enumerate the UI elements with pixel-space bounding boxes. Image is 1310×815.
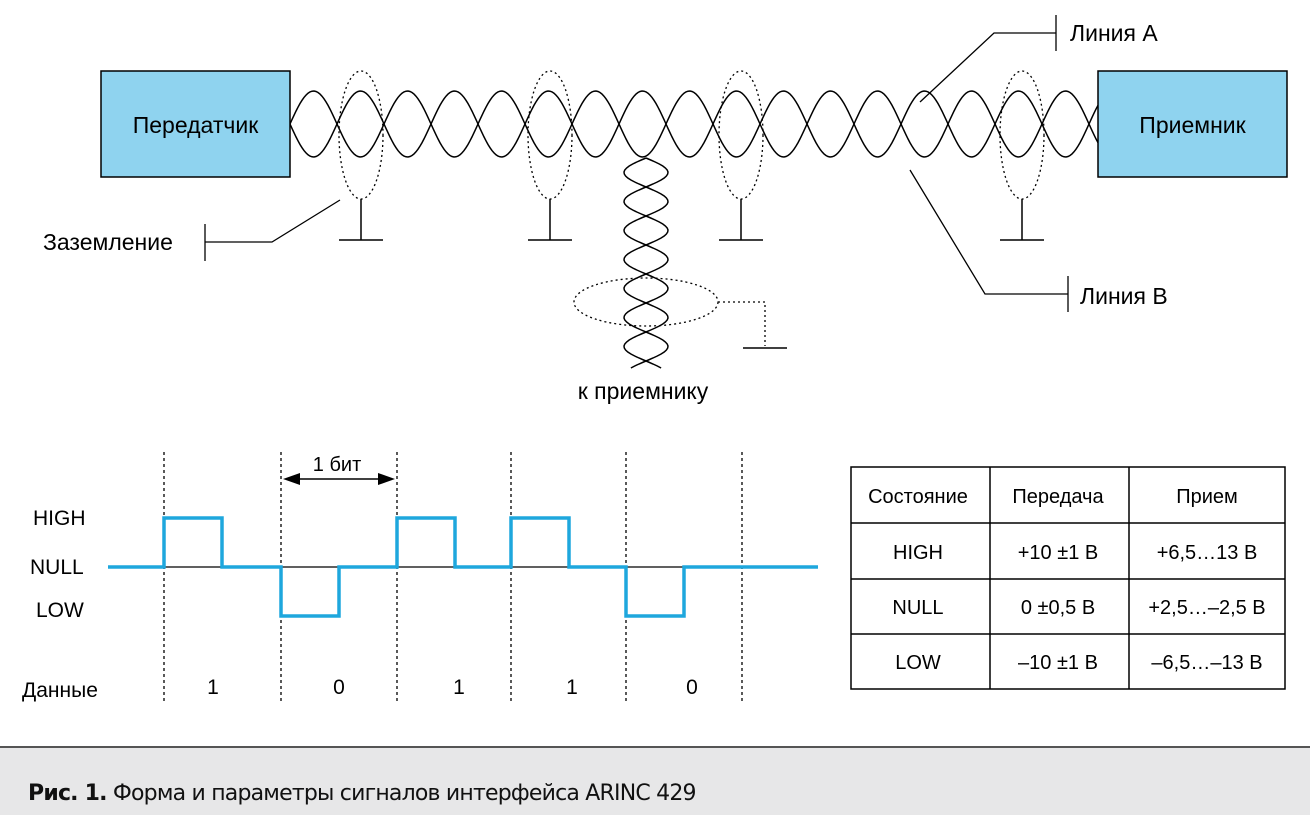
table-cell: +10 ±1 В [1018,542,1098,564]
bit-value: 1 [566,676,578,699]
twisted-pair-branch [623,157,669,369]
figure-caption: Рис. 1. Форма и параметры сигналов интер… [0,748,1310,815]
receiver-label: Приемник [1139,112,1246,138]
ground-symbols [339,199,1044,349]
data-label: Данные [22,679,98,702]
ground-callout [205,199,341,243]
shield-ellipses [338,70,1045,346]
table-cell: 0 ±0,5 В [1021,597,1095,619]
level-null-label: NULL [30,556,84,579]
signal-waveform [108,516,818,618]
table-cell: +2,5…–2,5 В [1148,597,1265,619]
table-cell: –6,5…–13 В [1151,652,1262,674]
callout-lines [204,15,1069,312]
line-b-label: Линия В [1080,283,1168,309]
branch-ground-wire [718,301,766,346]
table-cell: NULL [892,597,943,619]
table-cell: LOW [895,652,941,674]
bit-value: 1 [207,676,219,699]
table-cell: HIGH [893,542,943,564]
line-a-wire [289,90,1099,158]
bit-label: 1 бит [313,454,361,476]
bit-value: 0 [686,676,698,699]
bit-value: 0 [333,676,345,699]
caption-title: Форма и параметры сигналов интерфейса AR… [112,781,697,806]
caption-text: Рис. 1. Форма и параметры сигналов интер… [28,781,697,806]
caption-separator [0,746,1310,748]
bit-value: 1 [453,676,465,699]
line-b-callout [909,169,1068,295]
shield-ellipse [527,70,573,200]
line-a-label: Линия А [1070,20,1158,46]
branch-wire-a [623,157,669,369]
bit-arrow [283,473,395,485]
shield-ellipse [718,70,764,200]
level-low-label: LOW [36,599,84,622]
table-cell: –10 ±1 В [1018,652,1098,674]
branch-wire-b [623,157,669,369]
table-header: Прием [1176,486,1238,508]
transmitter-box [100,70,291,178]
level-high-label: HIGH [33,507,86,530]
table-header: Передача [1012,486,1104,508]
signal-parameters-table: Состояние Передача Прием HIGH +10 ±1 В +… [850,466,1286,690]
table-cell: +6,5…13 В [1157,542,1258,564]
bit-dividers [163,452,743,702]
to-receiver-label: к приемнику [578,378,709,404]
caption-label: Рис. 1. [28,781,107,806]
table-header: Состояние [868,486,968,508]
receiver-box [1097,70,1288,178]
shield-ellipse [338,70,384,200]
shield-ellipse-branch [573,277,719,327]
transmitter-label: Передатчик [133,112,259,138]
arinc-diagram: Передатчик Приемник Линия А Линия В Зазе… [22,15,1288,702]
ground-label: Заземление [43,229,173,255]
line-b-wire [289,90,1099,158]
twisted-pair-bus [289,90,1099,158]
line-a-callout [919,32,1056,103]
